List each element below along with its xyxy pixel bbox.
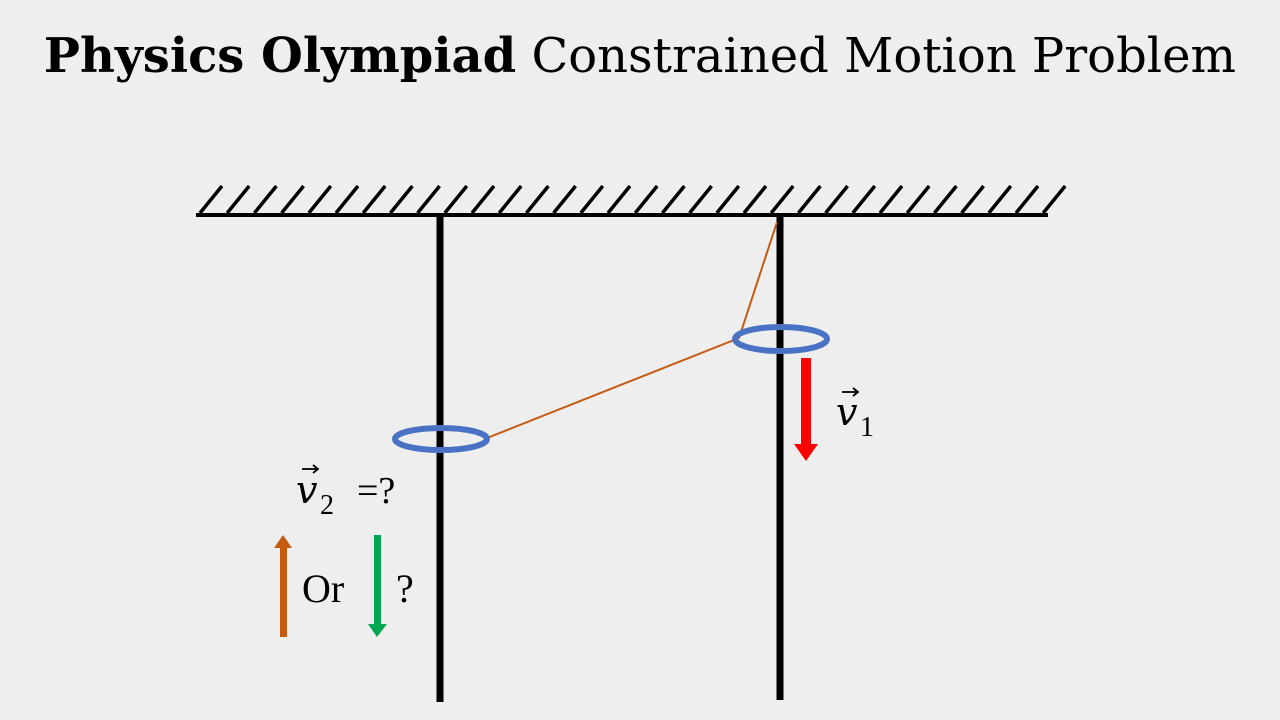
hatch-mark <box>878 184 904 215</box>
hatch-mark <box>470 184 496 215</box>
svg-text:=?: =? <box>357 470 395 512</box>
hatch-mark <box>905 184 931 215</box>
hatch-mark <box>661 184 686 215</box>
hatch-mark <box>797 184 822 215</box>
title-bold: Physics Olympiad <box>43 28 517 84</box>
ring-1 <box>732 324 830 354</box>
down-arrow <box>368 535 387 637</box>
ceiling-hatching <box>198 184 1067 215</box>
v1-arrow <box>794 358 818 461</box>
hatch-mark <box>1041 184 1067 215</box>
hatch-mark <box>280 184 305 215</box>
hatch-mark <box>389 184 414 215</box>
page-title: Physics Olympiad Constrained Motion Prob… <box>0 28 1280 84</box>
hatch-mark <box>198 184 224 215</box>
hatch-mark <box>769 184 795 215</box>
hatch-mark <box>497 184 523 215</box>
svg-text:v: v <box>296 468 318 512</box>
hatch-mark <box>416 184 441 215</box>
svg-text:1: 1 <box>860 412 874 443</box>
hatch-mark <box>253 184 278 215</box>
hatch-mark <box>579 184 605 215</box>
ring-2 <box>392 425 490 453</box>
string <box>486 221 778 439</box>
hatch-mark <box>1014 184 1040 215</box>
title-normal: Constrained Motion Problem <box>531 28 1237 84</box>
hatch-mark <box>633 184 659 215</box>
svg-text:v: v <box>836 390 858 434</box>
hatch-mark <box>715 184 741 215</box>
hatch-mark <box>987 184 1013 215</box>
hatch-mark <box>334 184 360 215</box>
hatch-mark <box>525 184 550 215</box>
hatch-mark <box>443 184 469 215</box>
hatch-mark <box>742 184 768 215</box>
v1-label: v 1 <box>836 387 874 443</box>
up-arrow <box>274 535 292 637</box>
hatch-mark <box>307 184 333 215</box>
hatch-mark <box>225 184 251 215</box>
hatch-mark <box>361 184 387 215</box>
question-mark: ? <box>396 566 414 611</box>
hatch-mark <box>552 184 577 215</box>
hatch-mark <box>606 184 632 215</box>
hatch-mark <box>688 184 713 215</box>
svg-text:2: 2 <box>320 490 334 521</box>
or-text: Or <box>302 566 344 611</box>
hatch-mark <box>824 184 849 215</box>
hatch-mark <box>851 184 877 215</box>
hatch-mark <box>933 184 958 215</box>
hatch-mark <box>960 184 985 215</box>
v2-label: v 2 =? <box>296 464 395 521</box>
